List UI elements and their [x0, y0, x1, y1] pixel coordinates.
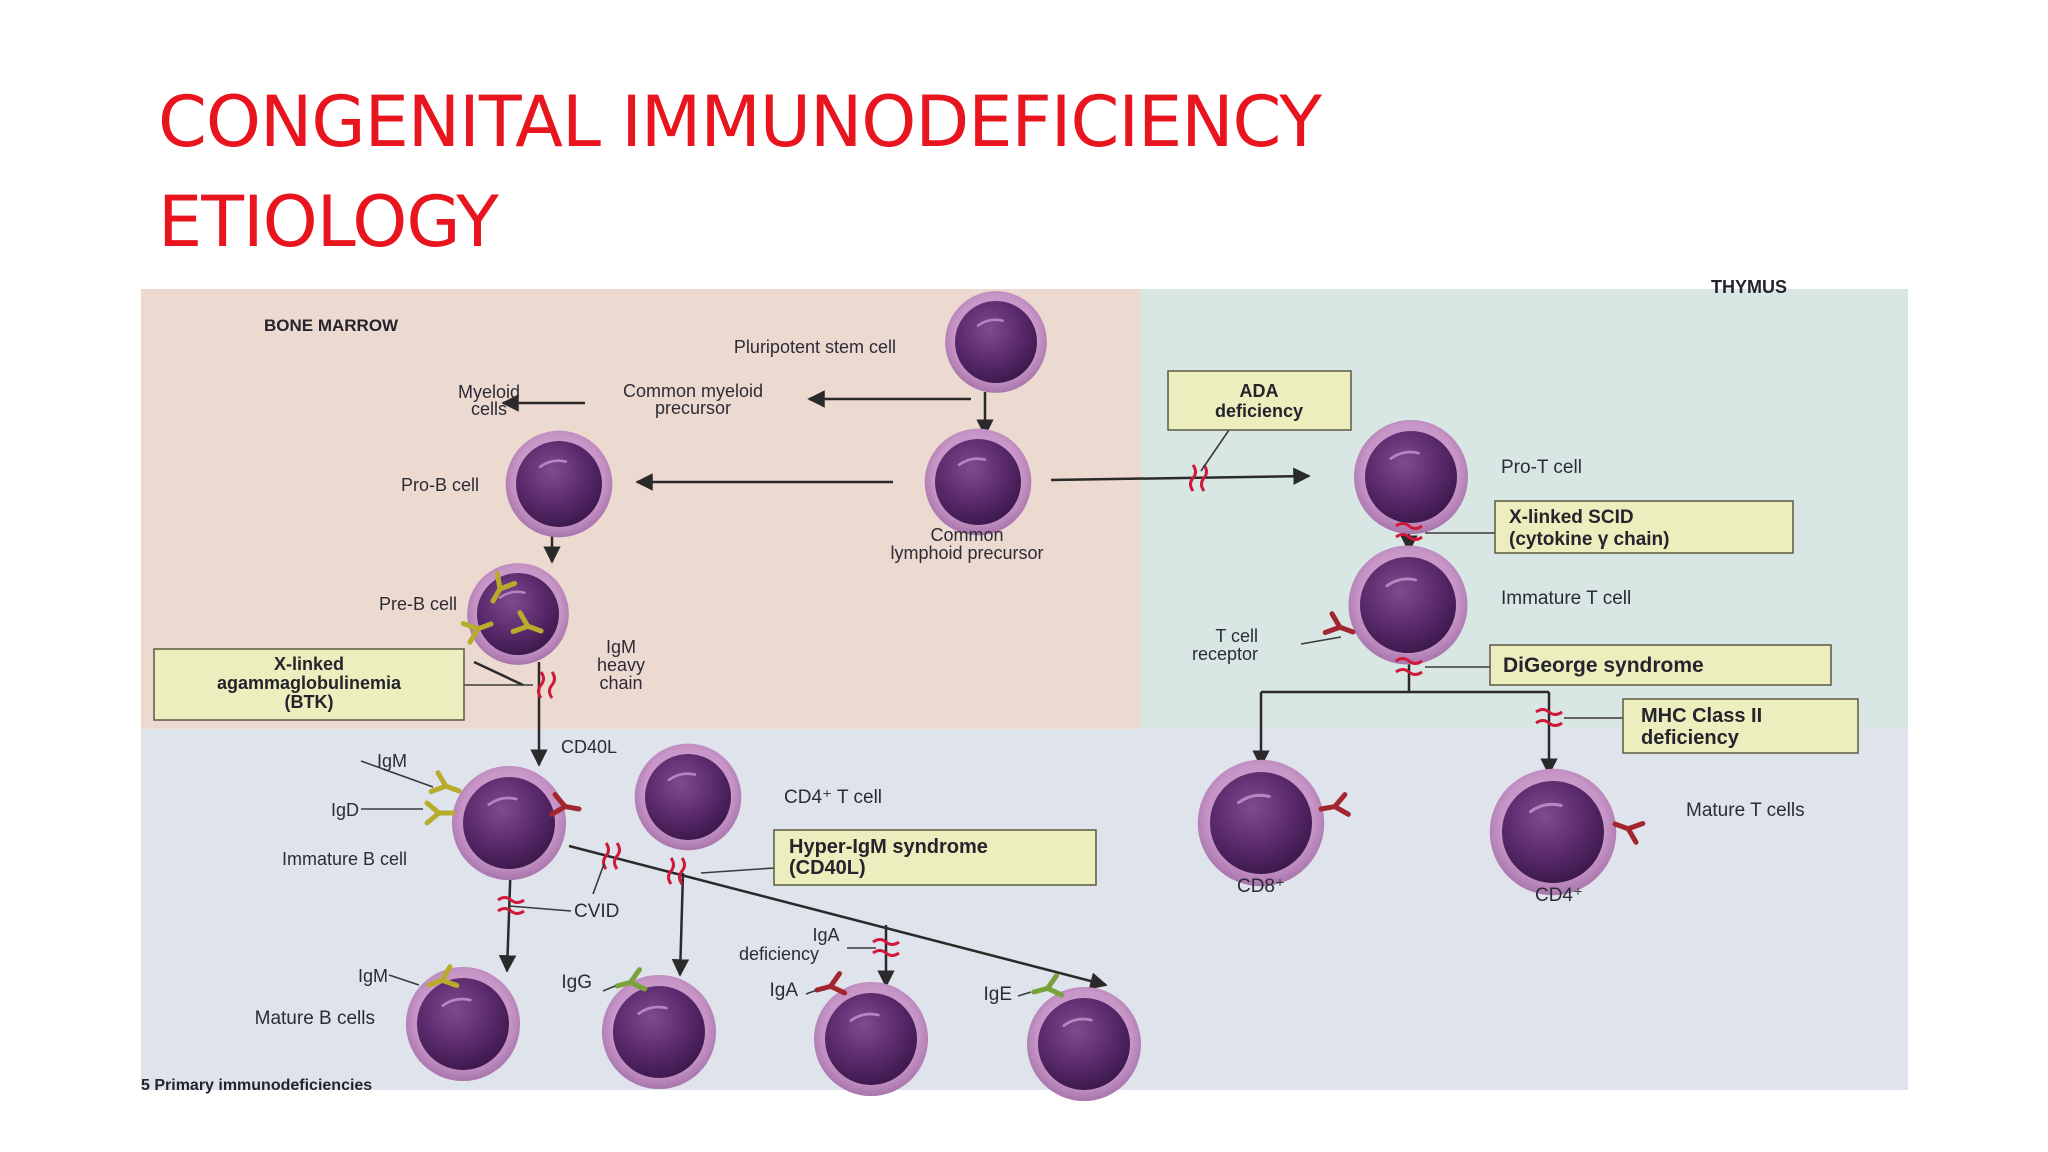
slide-title: CONGENITAL IMMUNODEFICIENCY ETIOLOGY [158, 72, 1858, 272]
svg-text:heavy: heavy [597, 655, 645, 675]
svg-text:receptor: receptor [1192, 644, 1258, 664]
label-t-cell-receptor: T cell [1215, 626, 1258, 646]
svg-text:(cytokine γ chain): (cytokine γ chain) [1509, 529, 1670, 550]
label-igm: IgM [377, 751, 407, 771]
title-line-1: CONGENITAL IMMUNODEFICIENCY [158, 81, 1322, 163]
svg-text:precursor: precursor [655, 398, 731, 418]
mature-b-cell-ige [1025, 985, 1143, 1103]
section-label-thymus: THYMUS [1711, 277, 1787, 297]
common-lymphoid-precursor-cell [923, 427, 1033, 537]
label-igg: IgG [561, 972, 592, 993]
svg-text:MHC Class II: MHC Class II [1641, 705, 1762, 727]
pluripotent-stem-cell [943, 289, 1049, 395]
svg-text:deficiency: deficiency [739, 944, 819, 964]
label-pre-b-cell: Pre-B cell [379, 594, 457, 614]
immature-b-cell [450, 764, 568, 882]
svg-text:agammaglobulinemia: agammaglobulinemia [217, 673, 402, 693]
ada-deficiency-box: ADA deficiency [1167, 370, 1352, 431]
pathway-arrows [473, 390, 1558, 990]
label-pluripotent-stem-cell: Pluripotent stem cell [734, 337, 896, 357]
svg-text:X-linked: X-linked [274, 654, 344, 674]
svg-text:Hyper-IgM syndrome: Hyper-IgM syndrome [789, 836, 988, 858]
mhc-class-ii-deficiency-box: MHC Class II deficiency [1622, 698, 1859, 754]
cd8-mature-t-cell [1196, 758, 1326, 888]
svg-text:DiGeorge syndrome: DiGeorge syndrome [1503, 654, 1704, 677]
cd4-t-cell [633, 742, 743, 852]
label-igd: IgD [331, 800, 359, 820]
x-linked-agammaglobulinemia-box: X-linked agammaglobulinemia (BTK) [153, 648, 465, 721]
mature-b-cell-igm [404, 965, 522, 1083]
label-iga-deficiency: IgA [812, 925, 839, 945]
label-common-myeloid-precursor: Common myeloid [623, 381, 763, 401]
label-pro-t-cell: Pro-T cell [1501, 457, 1582, 478]
hyper-igm-syndrome-box: Hyper-IgM syndrome (CD40L) [773, 829, 1097, 886]
x-linked-scid-box: X-linked SCID (cytokine γ chain) [1494, 500, 1794, 554]
svg-text:deficiency: deficiency [1641, 727, 1740, 749]
title-line-2: ETIOLOGY [158, 181, 499, 263]
section-label-bone-marrow: BONE MARROW [264, 316, 399, 335]
svg-text:deficiency: deficiency [1215, 401, 1303, 421]
label-igm-heavy-chain: IgM [606, 637, 636, 657]
svg-text:lymphoid precursor: lymphoid precursor [890, 543, 1043, 563]
label-cd8: CD8⁺ [1237, 876, 1285, 897]
cd4-mature-t-cell [1488, 767, 1618, 897]
pro-t-cell [1352, 418, 1470, 536]
svg-text:cells: cells [471, 399, 507, 419]
immature-t-cell [1347, 544, 1469, 666]
label-mature-b-igm: IgM [358, 966, 388, 986]
digeorge-syndrome-box: DiGeorge syndrome [1489, 644, 1832, 686]
label-common-lymphoid-precursor: Common [930, 525, 1003, 545]
cell-labels: Pluripotent stem cell Myeloid cells Comm… [141, 337, 1805, 1094]
label-mature-t-cells: Mature T cells [1686, 800, 1805, 821]
label-iga: IgA [769, 980, 798, 1001]
svg-text:X-linked SCID: X-linked SCID [1509, 507, 1634, 528]
svg-text:ADA: ADA [1240, 381, 1279, 401]
pro-b-cell [504, 429, 614, 539]
label-immature-t-cell: Immature T cell [1501, 588, 1631, 609]
label-cd40l: CD40L [561, 737, 617, 757]
label-pro-b-cell: Pro-B cell [401, 475, 479, 495]
immunodeficiency-diagram: BONE MARROW THYMUS [141, 277, 1908, 1103]
label-ige: IgE [983, 984, 1012, 1005]
label-cd4-t-cell: CD4⁺ T cell [784, 787, 882, 808]
svg-text:chain: chain [599, 673, 642, 693]
mature-b-cell-iga [812, 980, 930, 1098]
label-mature-b-cells: Mature B cells [255, 1008, 375, 1029]
label-immature-b-cell: Immature B cell [282, 849, 407, 869]
mature-b-cell-igg [600, 973, 718, 1091]
figure-footer: 5 Primary immunodeficiencies [141, 1077, 372, 1094]
svg-text:(CD40L): (CD40L) [789, 857, 866, 879]
label-myeloid: Myeloid [458, 382, 520, 402]
label-cvid: CVID [574, 901, 619, 922]
label-cd4: CD4⁺ [1535, 885, 1583, 906]
svg-text:(BTK): (BTK) [285, 692, 334, 712]
